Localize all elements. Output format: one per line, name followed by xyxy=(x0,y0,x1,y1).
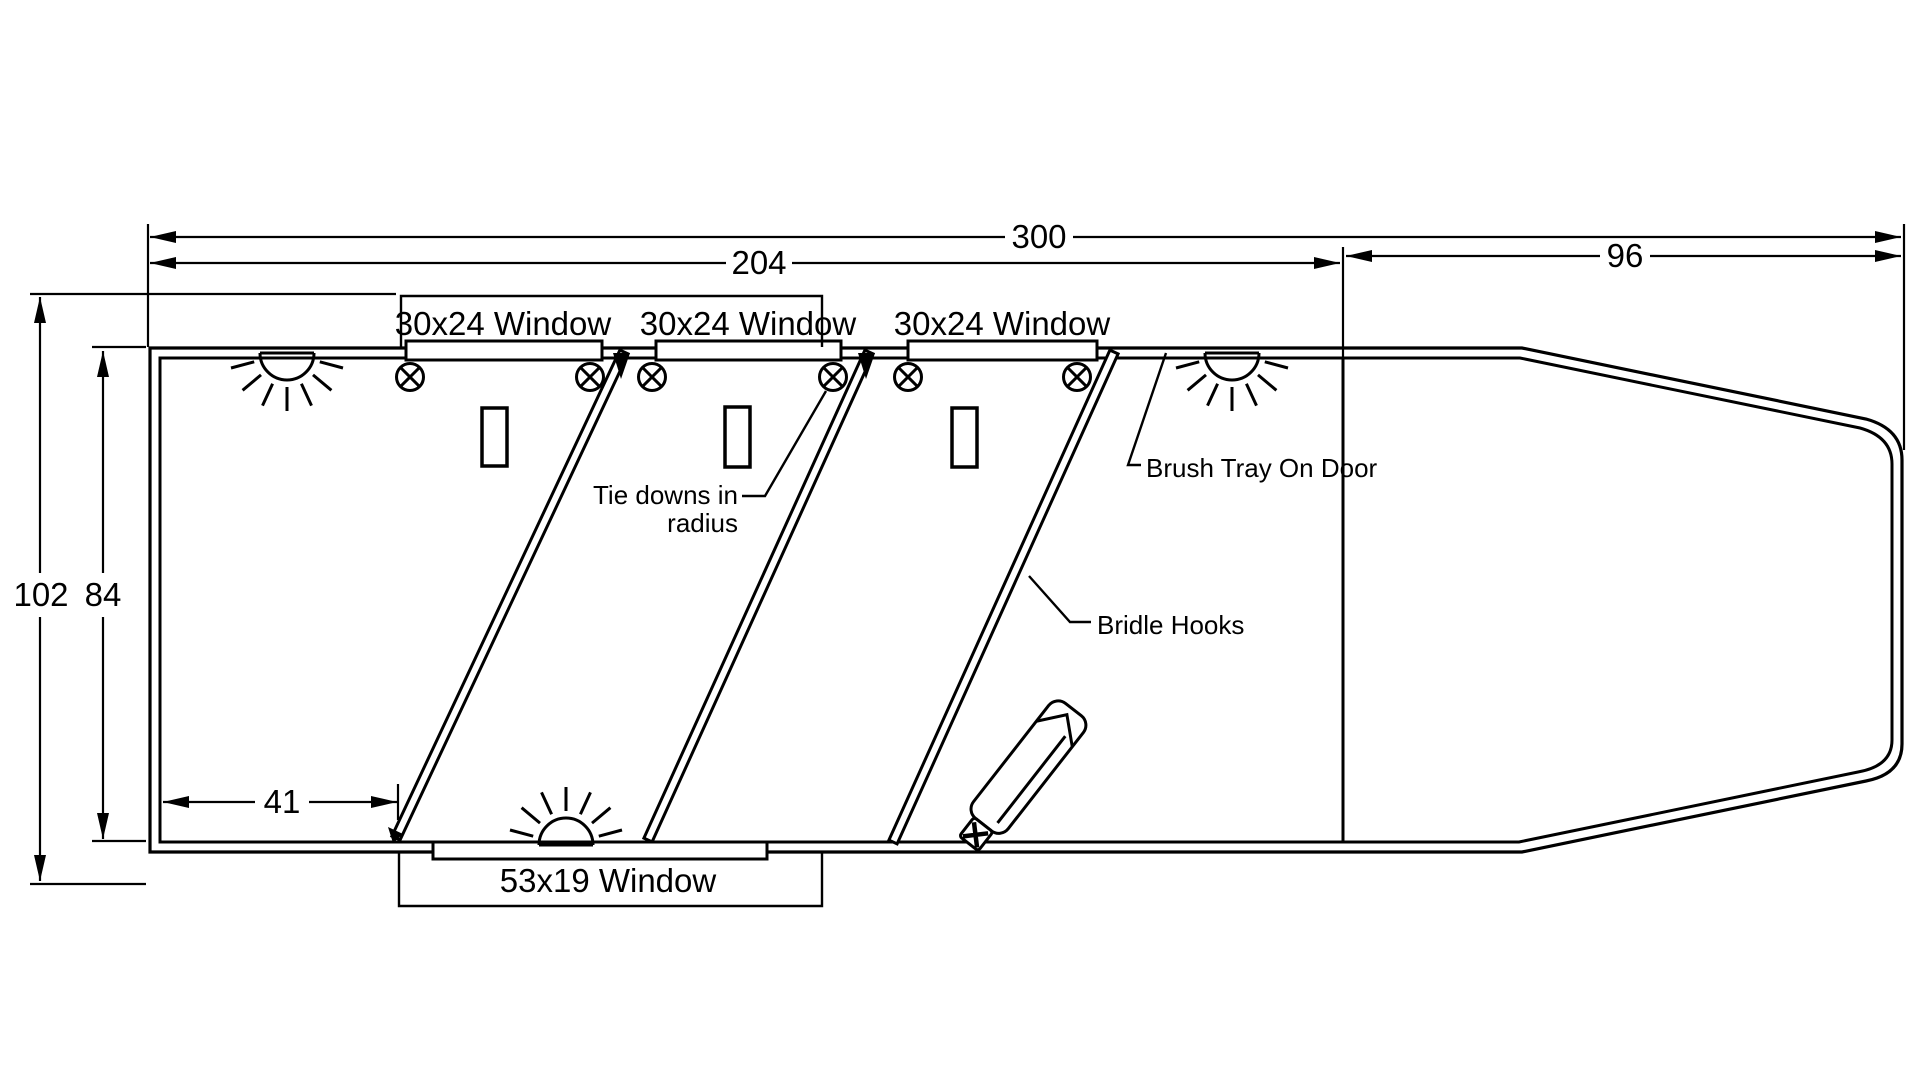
rear-window-label: 53x19 Window xyxy=(500,862,717,899)
trailer-body xyxy=(148,346,1904,854)
roof-vent xyxy=(950,406,979,469)
dome-light-icon xyxy=(229,351,345,413)
trailer-outer-wall xyxy=(148,346,1904,854)
dim-overall-length-value: 300 xyxy=(1011,218,1066,255)
annotations: Tie downs in radius Brush Tray On Door B… xyxy=(593,352,1378,640)
side-window-3 xyxy=(906,339,1099,362)
windows: 30x24 Window 30x24 Window 30x24 Window 5… xyxy=(395,294,1111,908)
divider-hinge-marker xyxy=(613,353,630,379)
bridle-hooks-label: Bridle Hooks xyxy=(1097,610,1244,640)
roof-vents xyxy=(480,405,979,469)
dim-horse-area-length: 204 xyxy=(150,244,1340,281)
roof-vent xyxy=(480,406,509,468)
trailer-inner-wall xyxy=(158,356,1894,844)
rear-side-window xyxy=(431,840,769,861)
side-window-1 xyxy=(404,339,604,362)
window-label-1: 30x24 Window xyxy=(395,305,612,342)
dim-interior-width-value: 84 xyxy=(85,576,122,613)
dim-rear-stall-width: 41 xyxy=(163,783,397,820)
dome-light-icon xyxy=(1174,351,1290,413)
tie-down-icon xyxy=(395,362,425,392)
brush-icon xyxy=(958,699,1088,852)
dim-horse-area-value: 204 xyxy=(731,244,786,281)
tie-down-icon xyxy=(637,362,667,392)
dim-rear-stall-value: 41 xyxy=(264,783,301,820)
tie-downs-label-line1: Tie downs in xyxy=(593,480,738,510)
stall-divider xyxy=(641,348,876,844)
brush-tray-label: Brush Tray On Door xyxy=(1146,453,1378,483)
tie-downs-label-line2: radius xyxy=(667,508,738,538)
tie-down-icon xyxy=(818,362,848,392)
dimension-lines: 300 204 96 102 xyxy=(13,218,1906,886)
dim-interior-width: 84 xyxy=(85,351,122,839)
window-label-bracket-top xyxy=(399,294,824,347)
dome-light-icon xyxy=(508,785,624,847)
tie-down-rings xyxy=(395,362,1092,392)
dim-overall-width: 102 xyxy=(13,297,69,881)
tie-down-icon xyxy=(893,362,923,392)
divider-hinge-marker xyxy=(858,353,875,379)
stall-dividers xyxy=(388,348,1121,846)
tie-downs-leader xyxy=(742,390,828,498)
window-label-3: 30x24 Window xyxy=(894,305,1111,342)
window-label-2: 30x24 Window xyxy=(640,305,857,342)
roof-vent xyxy=(723,405,752,469)
brush-tray-leader xyxy=(1126,352,1168,467)
bridle-hooks-leader xyxy=(1028,575,1091,624)
dim-nose-length-value: 96 xyxy=(1607,237,1644,274)
stall-divider xyxy=(886,348,1121,846)
tie-down-icon xyxy=(575,362,605,392)
tie-down-icon xyxy=(1062,362,1092,392)
divider-foot-marker xyxy=(388,827,403,843)
side-window-2 xyxy=(654,339,843,362)
stall-divider xyxy=(389,348,631,842)
dim-overall-width-value: 102 xyxy=(13,576,68,613)
dim-overall-length: 300 xyxy=(150,218,1901,255)
window-label-bracket-bottom xyxy=(397,853,824,908)
dim-nose-length: 96 xyxy=(1346,237,1901,274)
